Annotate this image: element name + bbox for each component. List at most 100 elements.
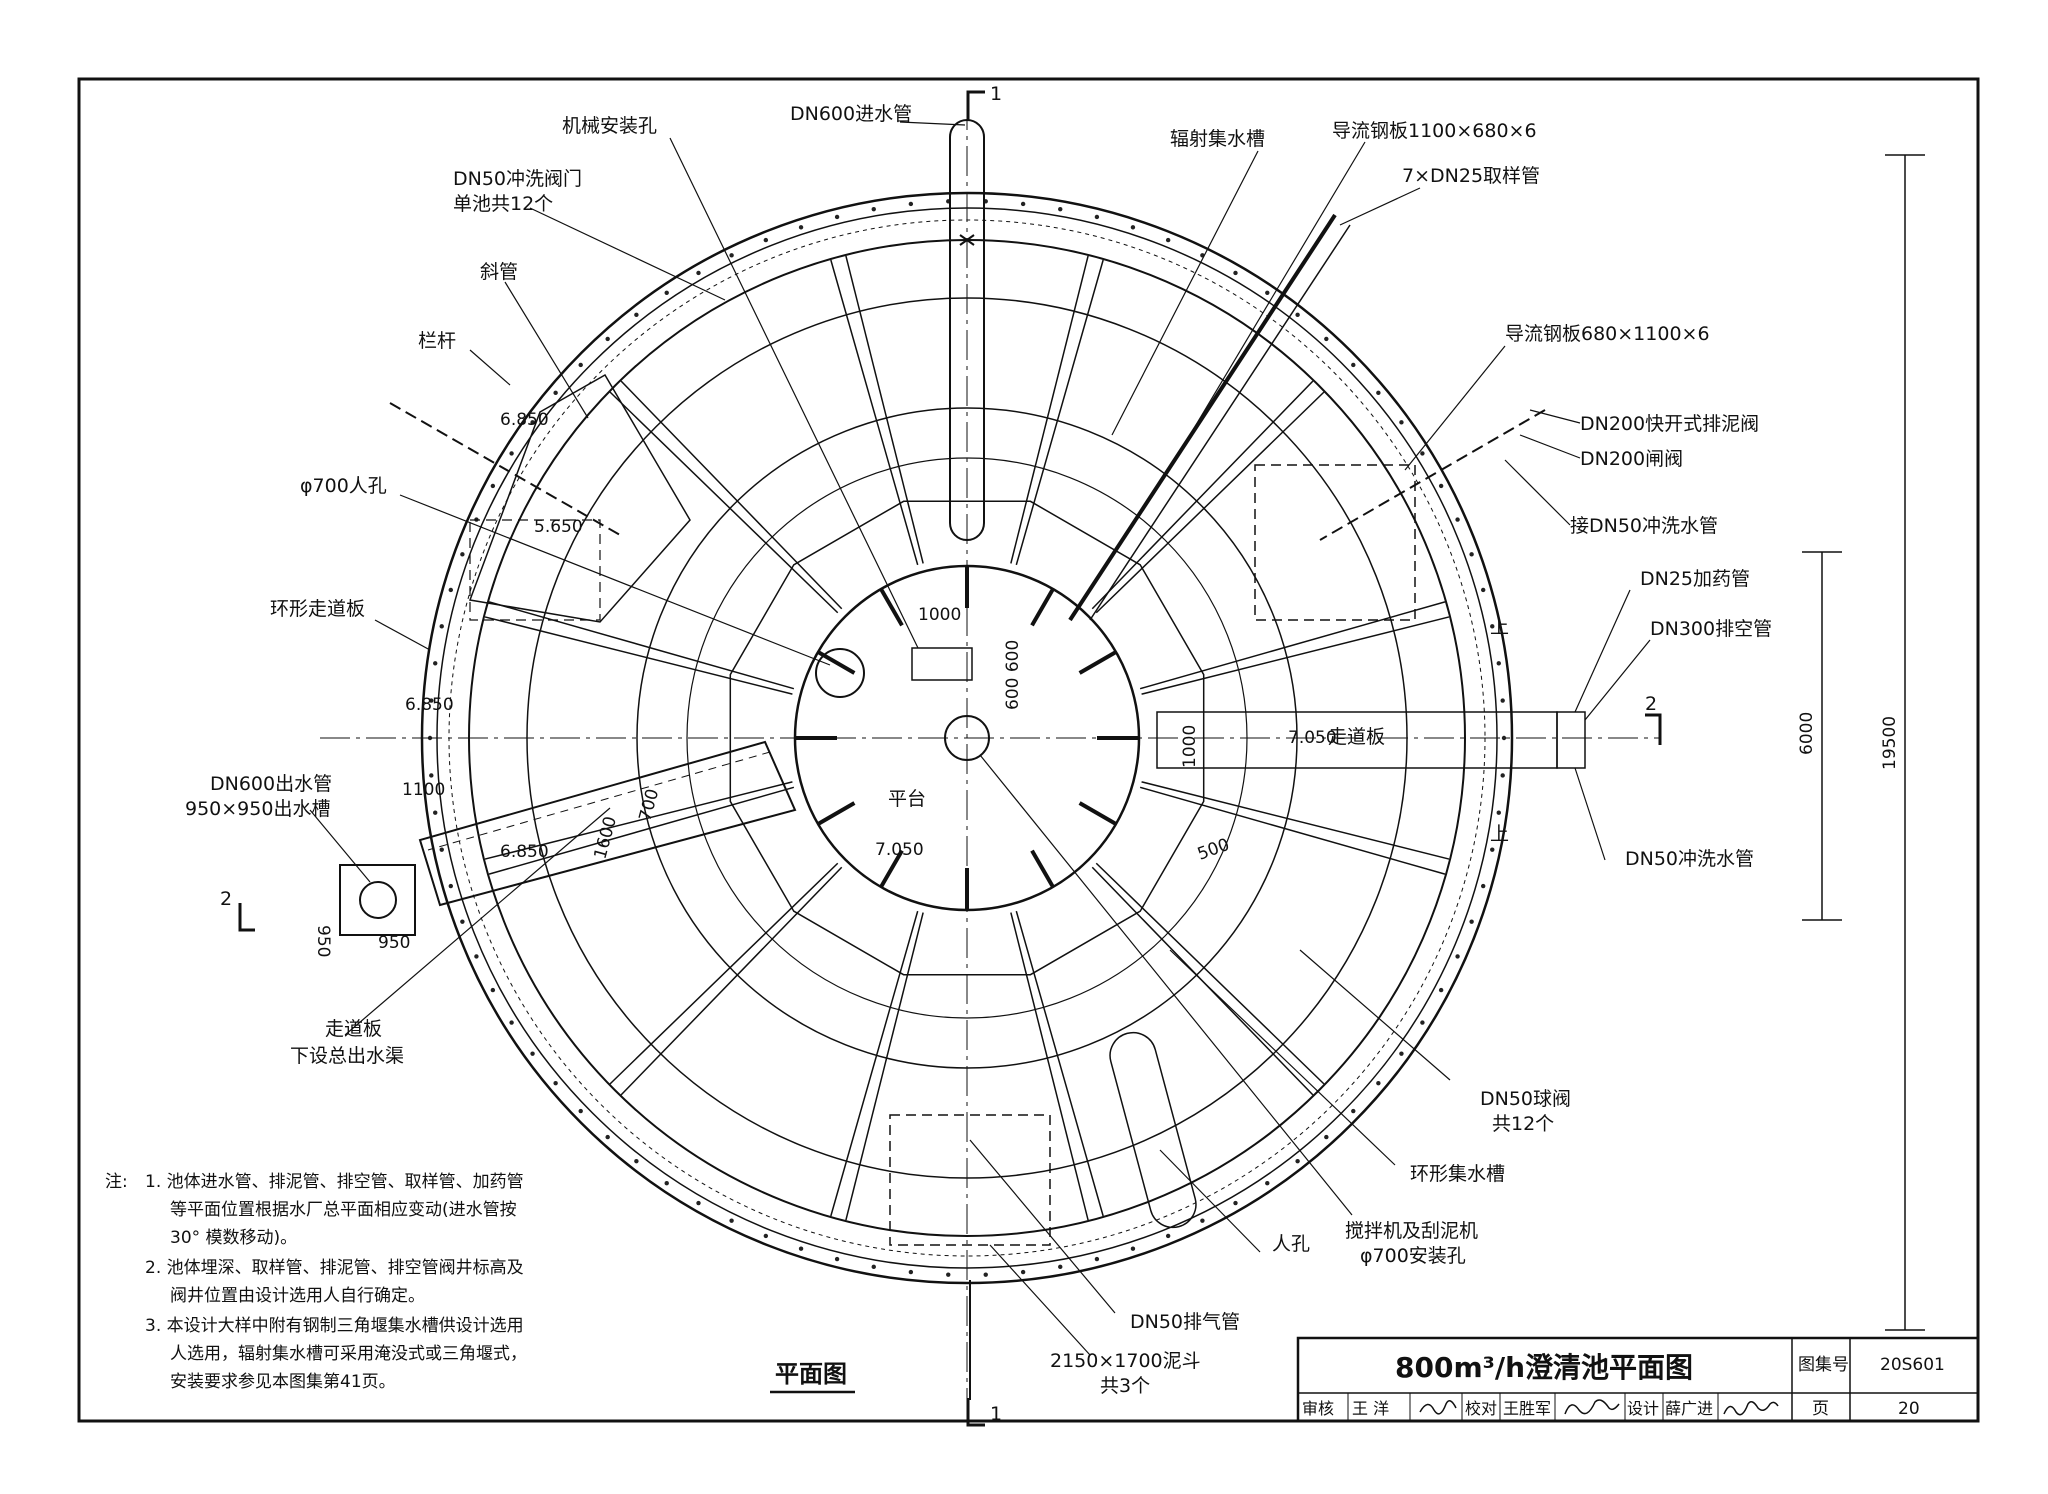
wall-dot [474,954,479,959]
radial-trough-line [1095,391,1325,614]
leader-manhole [1159,1149,1261,1253]
section-1-bottom: 1 [990,1403,1002,1425]
wall-dot [871,1264,876,1270]
dim-600: 600 600 [1003,640,1023,710]
inlet-pipe-valve-cross [959,234,975,246]
dim-950-b: 950 [378,933,410,953]
radial-trough-line [845,255,924,564]
wall-dot [553,1080,558,1086]
elev-7050-b: 7.050 [1288,728,1337,748]
inclined-tube-area [468,373,691,623]
wall-dot [1455,954,1460,959]
wall-dot [1500,698,1505,703]
label-baffle1: 导流钢板1100×680×6 [1332,120,1537,142]
section-1-top-mark [966,90,985,120]
leader-radial [1111,150,1259,436]
guide-plate [879,588,904,627]
section-2-left-mark [238,903,255,932]
note-3-line-1: 3. 本设计大样中附有钢制三角堰集水槽供设计选用 [145,1316,524,1336]
wall-dot [1058,1264,1063,1270]
inner-dodecagon [729,500,1205,976]
label-up-1: 上 [1490,616,1509,638]
radial-trough-line [845,912,924,1221]
label-walkway-ring: 环形走道板 [270,598,365,620]
wall-dot [1496,810,1501,815]
wall-dot [1420,451,1425,456]
radial-troughs [484,255,1450,1221]
check-label: 校对 [1465,1399,1497,1418]
radial-trough-line [1141,616,1450,695]
wall-dot [439,847,444,852]
wall-dot [763,1233,769,1239]
label-drain: DN300排空管 [1650,618,1772,640]
label-railing: 栏杆 [418,330,456,352]
wall-dot [1501,735,1507,741]
label-platform: 平台 [888,788,926,810]
wall-dot [834,1256,840,1262]
label-flush-valve-count: 单池共12个 [453,193,553,215]
wall-dot [1200,1218,1205,1223]
reviewer-name: 王 洋 [1352,1399,1389,1418]
wall-dot [908,201,914,207]
drain-pipe-stub [1556,711,1586,769]
wall-dot [1500,773,1505,778]
wall-dot [729,253,734,258]
label-sampling: 7×DN25取样管 [1402,165,1540,187]
radial-trough-line [1015,910,1104,1217]
label-radial-trough: 辐射集水槽 [1170,128,1265,150]
wall-dot [1265,290,1270,296]
label-flush-valve: DN50冲洗阀门 [453,168,582,190]
label-outlet-trough: 950×950出水槽 [185,798,330,820]
leader-tube [504,281,589,419]
note-3-line-2: 人选用，辐射集水槽可采用淹没式或三角堰式， [170,1344,527,1364]
wall-dot [1399,1051,1404,1056]
wall-dots [427,199,1507,1277]
radial-trough-line [1139,601,1446,690]
radial-trough-line [1095,862,1325,1085]
radial-trough-line [620,866,843,1096]
elev-5650: 5.650 [534,517,583,537]
radial-trough-line [620,380,843,610]
outlet-channel-dashed [427,751,771,851]
wall-dot [433,661,438,666]
label-ball-valve-count: 共12个 [1492,1113,1554,1135]
radial-trough-line [1141,781,1450,860]
label-mixer-hole: φ700安装孔 [1360,1245,1466,1267]
label-hopper: 2150×1700泥斗 [1050,1350,1201,1372]
mechanical-hole [911,647,973,681]
sludge-hopper-1 [1254,464,1416,621]
wall-dot [1376,1080,1381,1086]
leader-flush-pipe [1574,767,1606,861]
wall-dot [1233,270,1238,276]
wall-dot [634,312,639,318]
leader-ring-trough [1169,949,1396,1166]
label-outlet-pipe: DN600出水管 [210,773,332,795]
radial-trough-line [488,786,795,875]
elev-7050-a: 7.050 [875,840,924,860]
label-baffle2: 导流钢板680×1100×6 [1505,323,1710,345]
leader-lines [309,121,1651,1356]
label-manhole700: φ700人孔 [300,475,387,497]
page-number: 20 [1898,1399,1920,1419]
section-1-bottom-mark [966,1398,985,1427]
wall-dot [509,451,514,456]
guide-plate [1078,650,1117,675]
notes-block: 注: 1. 池体进水管、排泥管、排空管、取样管、加药管 等平面位置根据水厂总平面… [105,1172,527,1392]
section-2-right: 2 [1645,693,1657,715]
wall-dot [448,883,454,889]
title-block: 800m³/h澄清池平面图 图集号 20S601 页 20 审核 王 洋 校对 … [1296,1336,1980,1423]
manhole-700 [815,648,865,698]
wall-dot [553,390,558,396]
wall-dot [763,237,769,243]
checker-name: 王胜军 [1503,1399,1551,1418]
leader-flush-connect [1504,459,1571,526]
wall-dot [460,919,465,924]
radial-trough-line [484,616,793,695]
leader-walkway-ring [374,619,431,651]
wall-dot [871,206,876,212]
wall-dot [1480,883,1486,889]
wall-dot [834,214,840,220]
wall-dot [1295,312,1300,318]
wall-dot [983,1272,988,1277]
radial-trough-line [1010,912,1089,1221]
